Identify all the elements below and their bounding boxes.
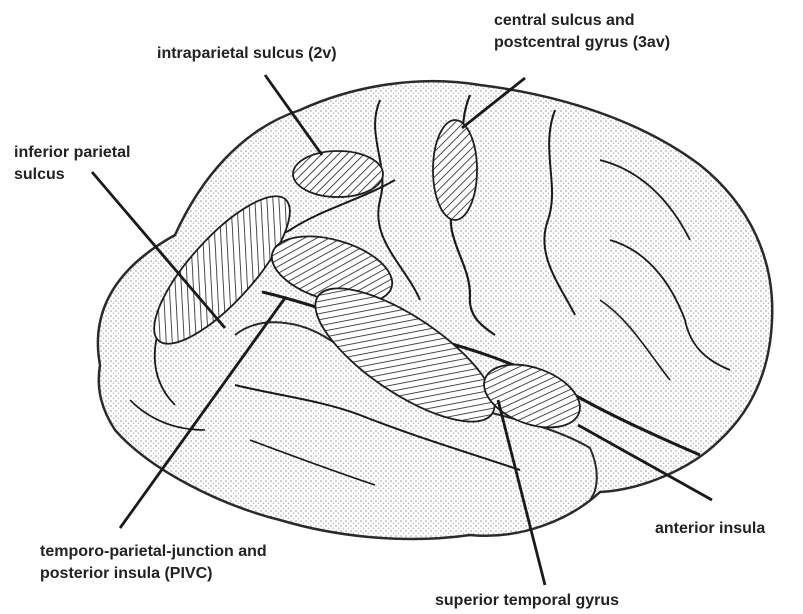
label-anterior-insula: anterior insula [655,518,765,540]
region-intraparietal [293,151,383,197]
label-intraparietal-sulcus: intraparietal sulcus (2v) [157,43,337,65]
label-superior-temporal-gyrus: superior temporal gyrus [435,590,619,612]
label-central-sulcus: central sulcus and postcentral gyrus (3a… [494,10,670,54]
label-tpj-pivc: temporo-parietal-junction and posterior … [40,541,267,585]
label-inferior-parietal-sulcus: inferior parietal sulcus [14,142,130,186]
region-central-postcentral [433,120,477,220]
